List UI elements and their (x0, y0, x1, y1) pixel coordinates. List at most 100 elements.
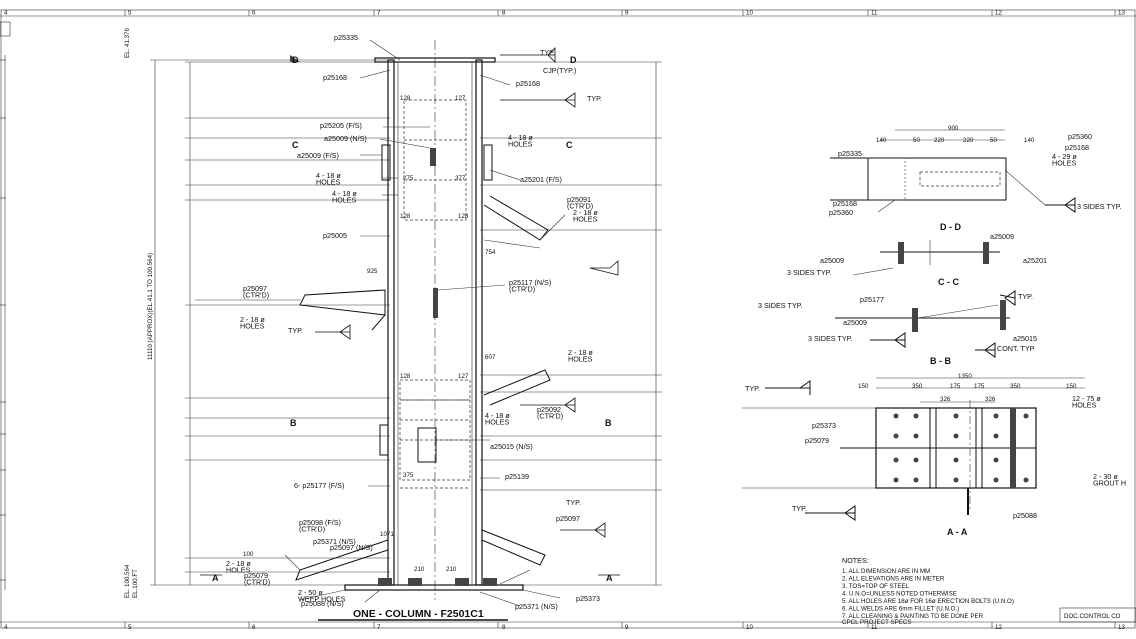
label: CJP(TYP.) (543, 66, 576, 75)
label: p25097 (N/S) (330, 543, 373, 552)
dimension: 150 (858, 383, 869, 390)
grid-numbers-bottom: 4 5 6 7 8 9 10 11 12 13 (4, 624, 1125, 631)
section-mark-c: C (566, 140, 573, 150)
label: p25205 (F/S) (320, 121, 362, 130)
note-item: 3. TOS=TOP OF STEEL (842, 583, 910, 590)
label: a25009 (820, 256, 844, 265)
label: p25168 (516, 79, 540, 88)
dimension: 50 (913, 137, 920, 144)
sheet-border (0, 9, 1136, 629)
label: p25091(CTR'D) (567, 195, 593, 211)
note-item: CPCL PROJECT SPECS (842, 619, 911, 626)
grid-number: 5 (128, 10, 132, 17)
column-title: ONE - COLUMN - F2501C1 (353, 608, 484, 620)
label: TYP. (587, 94, 602, 103)
column-elevation: EL. 41.376 EL. 100.564 EL.100.FT 11110 (… (124, 28, 662, 621)
label: p25360 (829, 208, 853, 217)
dimension: 210 (414, 566, 425, 573)
dimension: 350 (1010, 383, 1021, 390)
grid-numbers-top: 4 5 6 7 8 9 10 11 12 13 (4, 10, 1125, 17)
label: p25117 (N/S)(CTR'D) (509, 278, 551, 294)
section-bb-title: B - B (930, 356, 951, 366)
label: a25015 (1013, 334, 1037, 343)
label: p25097(CTR'D) (243, 284, 269, 300)
dimension: 50 (990, 137, 997, 144)
label: p25092(CTR'D) (537, 405, 563, 421)
label: p25371 (N/S) (515, 602, 558, 611)
section-mark-a: A (212, 573, 219, 583)
section-cc-title: C - C (938, 277, 959, 287)
label: TYP. (792, 504, 807, 513)
dimension: 150 (1066, 383, 1077, 390)
dimension: 140 (1024, 137, 1035, 144)
grid-number: 13 (1118, 10, 1125, 17)
label: p25098 (F/S)(CTR'D) (299, 518, 341, 534)
elevation-top: EL. 41.376 (124, 28, 131, 58)
label: p25335 (838, 149, 862, 158)
dimension: 220 (934, 137, 945, 144)
section-cc: C - C a25009 a25009 a25201 3 SIDES TYP. (787, 232, 1047, 287)
grid-number: 6 (252, 10, 256, 17)
grid-number: 11 (871, 10, 878, 17)
dimension: 128 (400, 213, 411, 220)
label: p25168 (1065, 143, 1089, 152)
section-mark-b: B (605, 418, 612, 428)
section-mark-d: D (570, 55, 577, 65)
note-item: 5. ALL HOLES ARE 18ø FOR 16ø ERECTION BO… (842, 598, 1014, 605)
note-item: 2. ALL ELEVATIONS ARE IN METER (842, 576, 945, 583)
dimension: 925 (367, 268, 378, 275)
dimension: 128 (458, 213, 469, 220)
section-aa-title: A - A (947, 527, 968, 537)
dimension: 220 (963, 137, 974, 144)
grid-number: 7 (377, 624, 381, 631)
label: a25015 (N/S) (490, 442, 533, 451)
label: p25005 (323, 231, 347, 240)
dimension: 127 (458, 373, 469, 380)
label: p25168 (833, 199, 857, 208)
grid-number: 9 (625, 624, 629, 631)
column-labels: p25335 p25168 p25168 CJP(TYP.) TYP. TYP.… (226, 33, 602, 611)
label: 3 SIDES TYP. (808, 334, 852, 343)
label: CONT. TYP (997, 344, 1035, 353)
label: p25371 (N/S) (313, 537, 356, 546)
grid-number: 4 (4, 624, 8, 631)
label: p25373 (812, 421, 836, 430)
section-mark-d: D (292, 55, 299, 65)
label: a25009 (843, 318, 867, 327)
grid-number: 7 (377, 10, 381, 17)
grid-number: 9 (625, 10, 629, 17)
section-mark-c: C (292, 140, 299, 150)
label: p25335 (334, 33, 358, 42)
doc-control-label: DOC.CONTROL CO (1064, 613, 1121, 620)
dimension: 607 (485, 354, 496, 361)
label: p25088 (N/S) (301, 599, 344, 608)
label: a25009 (990, 232, 1014, 241)
dimension: 100 (243, 551, 254, 558)
label: TYP. (288, 326, 303, 335)
label: a25201 (1023, 256, 1047, 265)
dimension: 140 (876, 137, 887, 144)
label: p25168 (323, 73, 347, 82)
section-mark-a: A (606, 573, 613, 583)
dimension: 175 (974, 383, 985, 390)
dimension: 375 (403, 472, 414, 479)
dimension: 128 (400, 373, 411, 380)
label: 3 SIDES TYP. (1077, 202, 1121, 211)
section-bb: B - B 3 SIDES TYP. p25177 a25009 3 SIDES… (758, 290, 1037, 366)
notes-heading: NOTES: (842, 556, 869, 565)
section-dd: D - D 900 140 220 220 140 50 50 p25360 p… (829, 125, 1121, 232)
label: TYP. (566, 498, 581, 507)
grid-number: 13 (1118, 624, 1125, 631)
dimension: 275 (403, 175, 414, 182)
grid-number: 10 (746, 624, 753, 631)
dimension: 377 (455, 175, 466, 182)
